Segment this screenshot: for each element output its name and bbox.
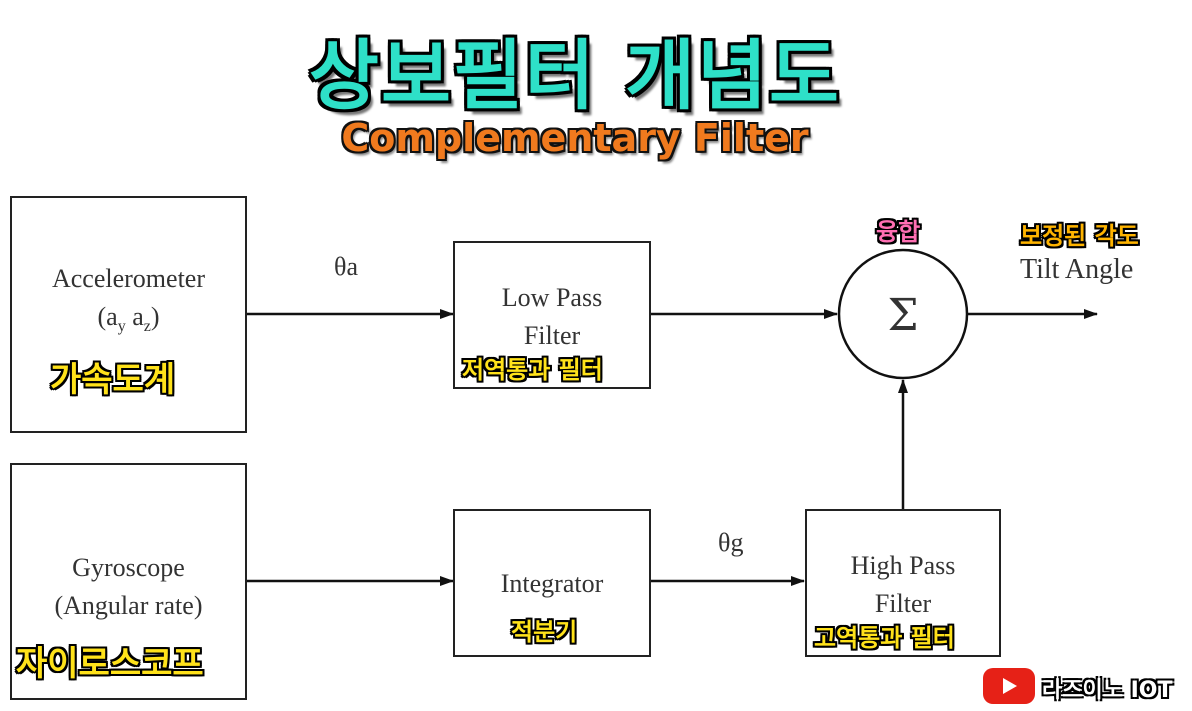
gyroscope-label: Gyroscope <box>72 553 185 582</box>
low-pass-korean-label: 저역통과 필터 <box>462 356 603 384</box>
gyroscope-sublabel: (Angular rate) <box>54 591 203 620</box>
low-pass-label: Low Pass <box>501 283 603 312</box>
output-english-label: Tilt Angle <box>1020 254 1134 285</box>
theta-a-label: θa <box>334 252 358 281</box>
sum-symbol: Σ <box>887 290 918 341</box>
accelerometer-label: Accelerometer <box>51 264 205 293</box>
title-korean: 상보필터 개념도 <box>309 31 841 120</box>
output-korean-label: 보정된 각도 <box>1020 222 1139 250</box>
low-pass-filter-block: Low Pass Filter <box>453 241 651 389</box>
integrator-label: Integrator <box>500 569 604 598</box>
youtube-play-icon <box>983 668 1035 704</box>
gyroscope-block: Gyroscope (Angular rate) <box>10 463 247 700</box>
title-english: Complementary Filter <box>341 116 809 160</box>
channel-name: 라즈이노 IOT <box>1042 678 1173 703</box>
high-pass-filter-block: High Pass Filter <box>805 509 1001 657</box>
accelerometer-korean-label: 가속도계 <box>50 360 176 400</box>
fusion-korean-label: 융합 <box>876 218 921 246</box>
accelerometer-block: Accelerometer (ay az) <box>10 196 247 433</box>
high-pass-label: High Pass <box>850 551 956 580</box>
accelerometer-axes: (ay az) <box>97 302 160 336</box>
theta-g-label: θg <box>718 528 744 557</box>
high-pass-korean-label: 고역통과 필터 <box>814 624 955 652</box>
gyroscope-korean-label: 자이로스코프 <box>16 644 204 684</box>
sum-junction <box>837 248 969 380</box>
high-pass-sublabel: Filter <box>874 589 932 618</box>
integrator-block: Integrator <box>453 509 651 657</box>
low-pass-sublabel: Filter <box>523 321 581 350</box>
integrator-korean-label: 적분기 <box>511 618 578 646</box>
